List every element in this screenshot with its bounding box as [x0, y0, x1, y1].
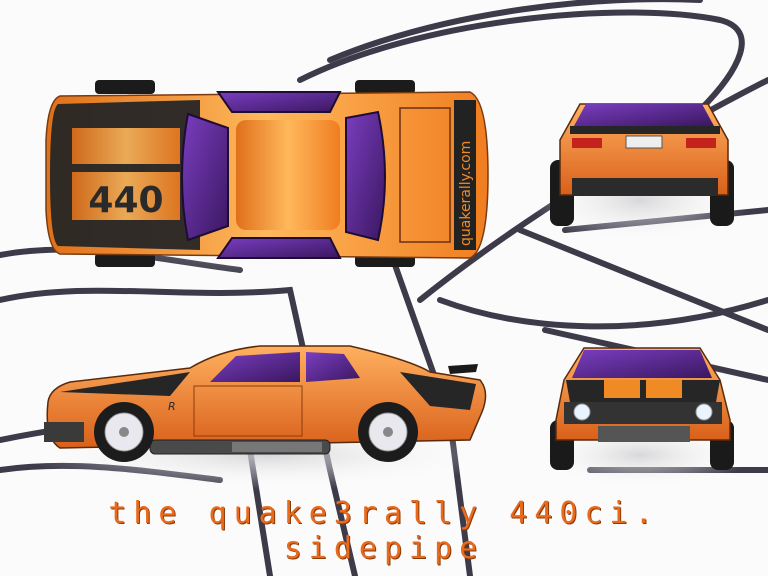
- car-front-view: [550, 347, 734, 470]
- caption-title: the quake3rally 440ci. sidepipe: [108, 496, 660, 566]
- site-text: quakerally.com: [458, 141, 474, 246]
- badge-letter: R: [168, 400, 176, 413]
- hood-number-text: 440: [88, 180, 163, 221]
- car-side-view: R: [44, 345, 487, 462]
- car-rear-view: [550, 103, 734, 226]
- car-top-view: 440 quakerally.com: [45, 80, 489, 267]
